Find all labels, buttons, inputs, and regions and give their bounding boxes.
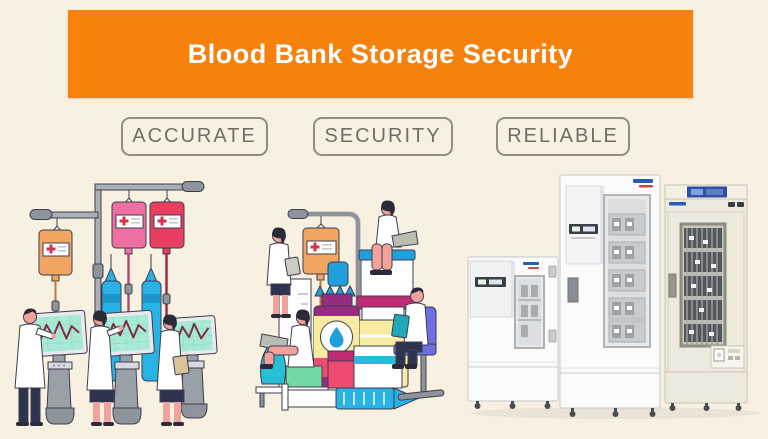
feature-security: SECURITY [313,117,453,156]
scientist-on-cylinder [370,200,419,275]
casters [669,403,742,411]
doctor-woman-2 [156,314,190,426]
fridge-middle [559,174,661,417]
blood-monitoring-illustration [14,181,218,426]
feature-accurate-label: ACCURATE [132,125,257,147]
blood-bank-refrigerators-image [467,174,760,419]
glass-window [514,275,545,349]
feature-reliable: RELIABLE [496,117,630,156]
doctor-man [14,308,57,426]
giant-syringe [281,383,420,411]
monitor-2-stand [112,354,142,425]
monitor-3 [167,315,218,357]
brand-logo [523,262,539,269]
casters [569,408,656,417]
top-display [687,186,727,198]
blood-bag-pink [111,190,147,338]
feature-accurate: ACCURATE [121,117,268,156]
temperature-display [569,224,598,239]
brand-logo [669,202,744,207]
monitor-1-stand [45,354,75,425]
feature-security-label: SECURITY [324,125,442,147]
door-handle [668,273,677,298]
brand-logo [633,179,653,188]
glass-door-window [679,222,727,348]
feature-reliable-label: RELIABLE [507,125,619,147]
iv-pole [29,181,205,386]
scientist-standing [266,227,301,318]
monitor-2 [97,309,155,358]
iv-pole [287,209,361,334]
temperature-display [475,277,506,287]
page-title: Blood Bank Storage Security [187,38,574,69]
doctor-woman-1 [86,310,124,426]
casters [474,401,551,409]
monitor-3-stand [180,354,208,419]
recorder-panel [710,345,745,369]
scientist-on-chair [391,287,429,369]
blood-bag-red [149,190,185,326]
lab-bottles-illustration [255,200,445,411]
fridge-small [467,256,559,409]
door-hinges [548,265,557,343]
blood-bag-orange [38,218,73,326]
fridge-right [664,184,748,411]
door-handle [567,277,579,303]
monitor-1 [30,309,88,358]
title-banner: Blood Bank Storage Security [68,10,693,98]
scientist-seated-left [259,309,315,369]
glass-window [603,194,651,348]
